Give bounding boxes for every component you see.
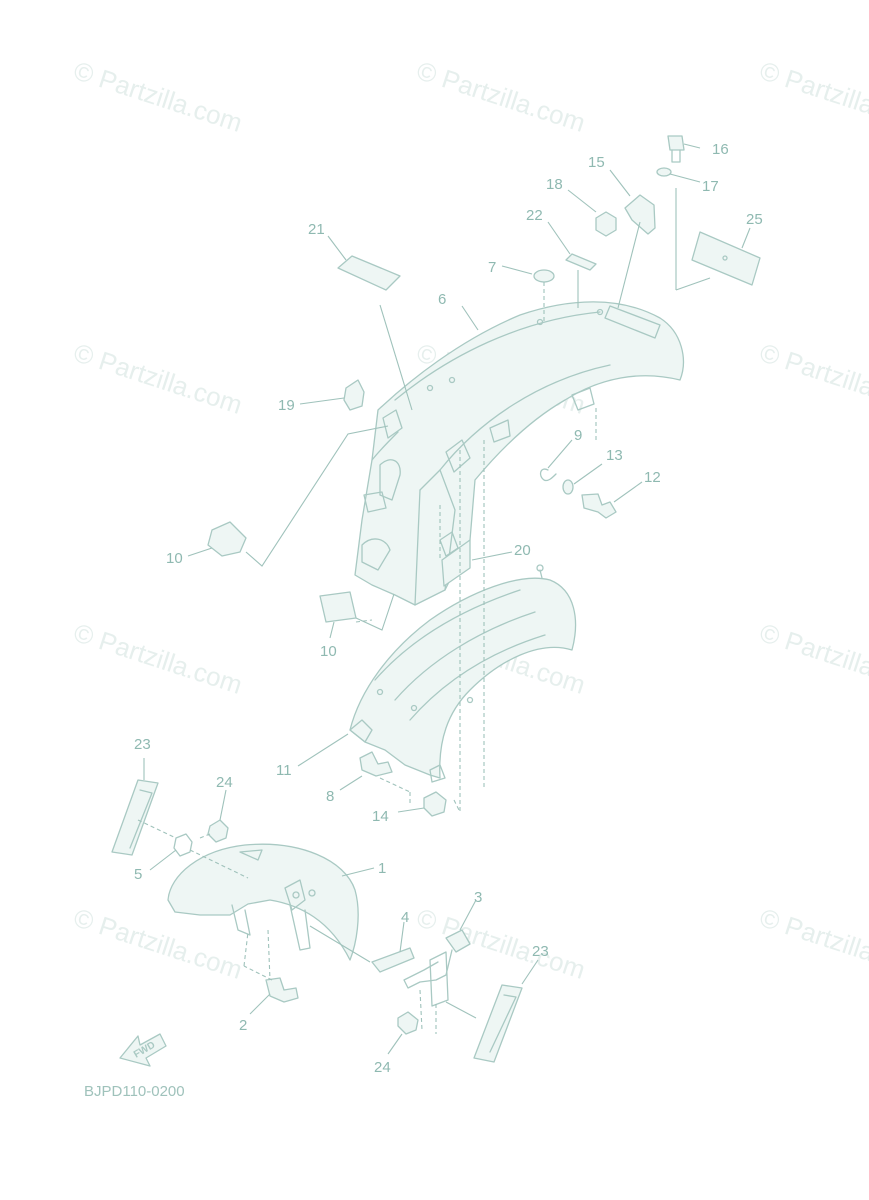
- bolt: [265, 977, 299, 1003]
- watermark: © Partzilla.com: [413, 55, 589, 138]
- callout-10a: 10: [166, 550, 183, 567]
- nut: [207, 819, 229, 843]
- washer: [656, 167, 672, 177]
- callout-13: 13: [606, 447, 623, 464]
- callout-24b: 24: [374, 1059, 391, 1076]
- bracket: [624, 194, 656, 235]
- callout-22: 22: [526, 207, 543, 224]
- part-22-label: [565, 253, 597, 271]
- callout-20: 20: [514, 542, 531, 559]
- rear-reflector: [691, 231, 761, 286]
- callout-labels: 1 2 3 4 5 6 7 8 9 10 10 11 12 13 14 15 1…: [134, 141, 763, 1076]
- bolt: [359, 751, 393, 777]
- spacer: [173, 833, 193, 857]
- reflector: [111, 779, 159, 856]
- callout-23a: 23: [134, 736, 151, 753]
- callout-16: 16: [712, 141, 729, 158]
- watermark: © Partzilla.com: [70, 337, 246, 420]
- clip-nut: [207, 521, 247, 557]
- clip: [539, 468, 557, 482]
- watermark: © Partzilla.com: [756, 337, 869, 420]
- callout-9: 9: [574, 427, 582, 444]
- watermark: © Partzilla.com: [70, 55, 246, 138]
- leader-lines: [143, 143, 751, 1055]
- nut: [595, 211, 617, 237]
- watermark: © Partzilla.com: [413, 902, 589, 985]
- clip-nut: [319, 591, 357, 623]
- bolt: [581, 493, 617, 519]
- reflector-hole: [722, 255, 728, 261]
- part-21-label: [337, 255, 401, 291]
- stay-bracket: [429, 951, 449, 1007]
- callout-8: 8: [326, 788, 334, 805]
- stay-arm: [403, 949, 453, 989]
- callout-11: 11: [276, 762, 292, 779]
- inner-fender: [349, 564, 577, 783]
- diagram-code: BJPD110-0200: [84, 1083, 185, 1100]
- callout-19: 19: [278, 397, 295, 414]
- callout-24a: 24: [216, 774, 233, 791]
- callout-12: 12: [644, 469, 661, 486]
- watermark: © Partzilla.com: [756, 55, 869, 138]
- callout-3: 3: [474, 889, 482, 906]
- reflector: [473, 984, 523, 1063]
- alignment-lines: [137, 282, 597, 1034]
- fwd-arrow-icon: FWD: [119, 1033, 167, 1067]
- callout-5: 5: [134, 866, 142, 883]
- bracket: [371, 947, 415, 973]
- callout-7: 7: [488, 259, 496, 276]
- callout-18: 18: [546, 176, 563, 193]
- callout-2: 2: [239, 1017, 247, 1034]
- stay: [445, 929, 471, 953]
- washer: [533, 269, 555, 283]
- callout-6: 6: [438, 291, 446, 308]
- part-20-label: [441, 539, 471, 587]
- washer: [562, 479, 574, 495]
- nut: [423, 791, 447, 817]
- callout-15: 15: [588, 154, 605, 171]
- watermark: © Partzilla.com: [756, 902, 869, 985]
- callout-17: 17: [702, 178, 719, 195]
- front-fender: [167, 843, 359, 961]
- nut: [397, 1011, 419, 1035]
- callout-10b: 10: [320, 643, 337, 660]
- callout-23b: 23: [532, 943, 549, 960]
- watermark: © Partzilla.com: [70, 617, 246, 700]
- bolt: [667, 135, 685, 151]
- callout-21: 21: [308, 221, 325, 238]
- callout-14: 14: [372, 808, 389, 825]
- watermark: © Partzilla.com: [756, 617, 869, 700]
- rear-fender: [354, 301, 684, 606]
- callout-25: 25: [746, 211, 763, 228]
- grommet: [343, 379, 365, 411]
- bolt-shank: [671, 149, 681, 163]
- callout-4: 4: [401, 909, 409, 926]
- callout-1: 1: [378, 860, 386, 877]
